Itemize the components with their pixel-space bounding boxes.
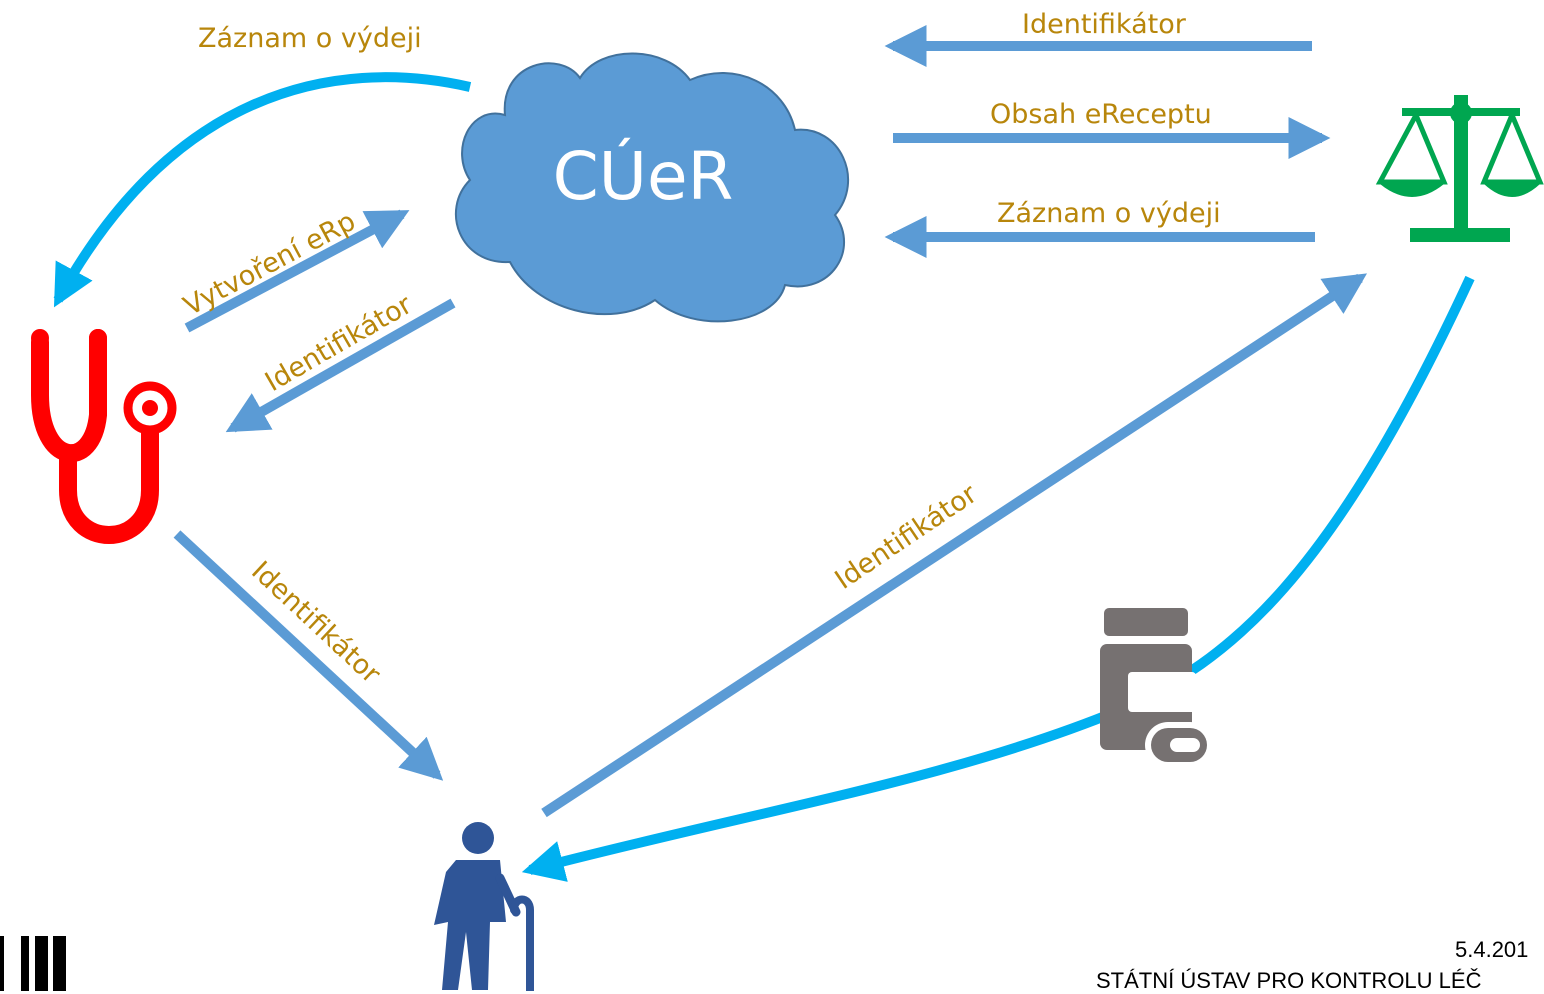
label-identifier-doctor: Identifikátor bbox=[260, 289, 418, 398]
arrow-identifier-to-patient bbox=[173, 530, 444, 781]
arrow-identifier-to-doctor bbox=[225, 298, 456, 433]
medicine-bottle-icon bbox=[1100, 608, 1213, 768]
scales-icon bbox=[1375, 95, 1544, 242]
label-ereceipt-content: Obsah eReceptu bbox=[990, 99, 1212, 130]
arrow-create-erp bbox=[184, 209, 410, 333]
cloud-shape bbox=[454, 52, 850, 323]
elderly-person-icon bbox=[434, 822, 534, 991]
arrow-record-to-doctor bbox=[53, 72, 472, 308]
cloud-cuer: CÚeR bbox=[454, 52, 850, 323]
label-dispense-record-left: Záznam o výdeji bbox=[198, 23, 422, 54]
logo-bars-icon bbox=[0, 936, 66, 991]
stethoscope-icon bbox=[31, 329, 177, 544]
footer-date: 5.4.201 bbox=[1455, 937, 1529, 962]
label-erp-creation: Vytvoření eRp bbox=[179, 206, 361, 322]
label-identifier-top: Identifikátor bbox=[1022, 9, 1187, 40]
arrow-pharmacy-to-patient bbox=[521, 275, 1475, 882]
cloud-label: CÚeR bbox=[553, 138, 734, 215]
footer-organization: STÁTNÍ ÚSTAV PRO KONTROLU LÉČ bbox=[1096, 968, 1482, 993]
label-dispense-record-right: Záznam o výdeji bbox=[997, 198, 1221, 229]
arrow-identifier-to-pharmacy bbox=[541, 273, 1368, 818]
